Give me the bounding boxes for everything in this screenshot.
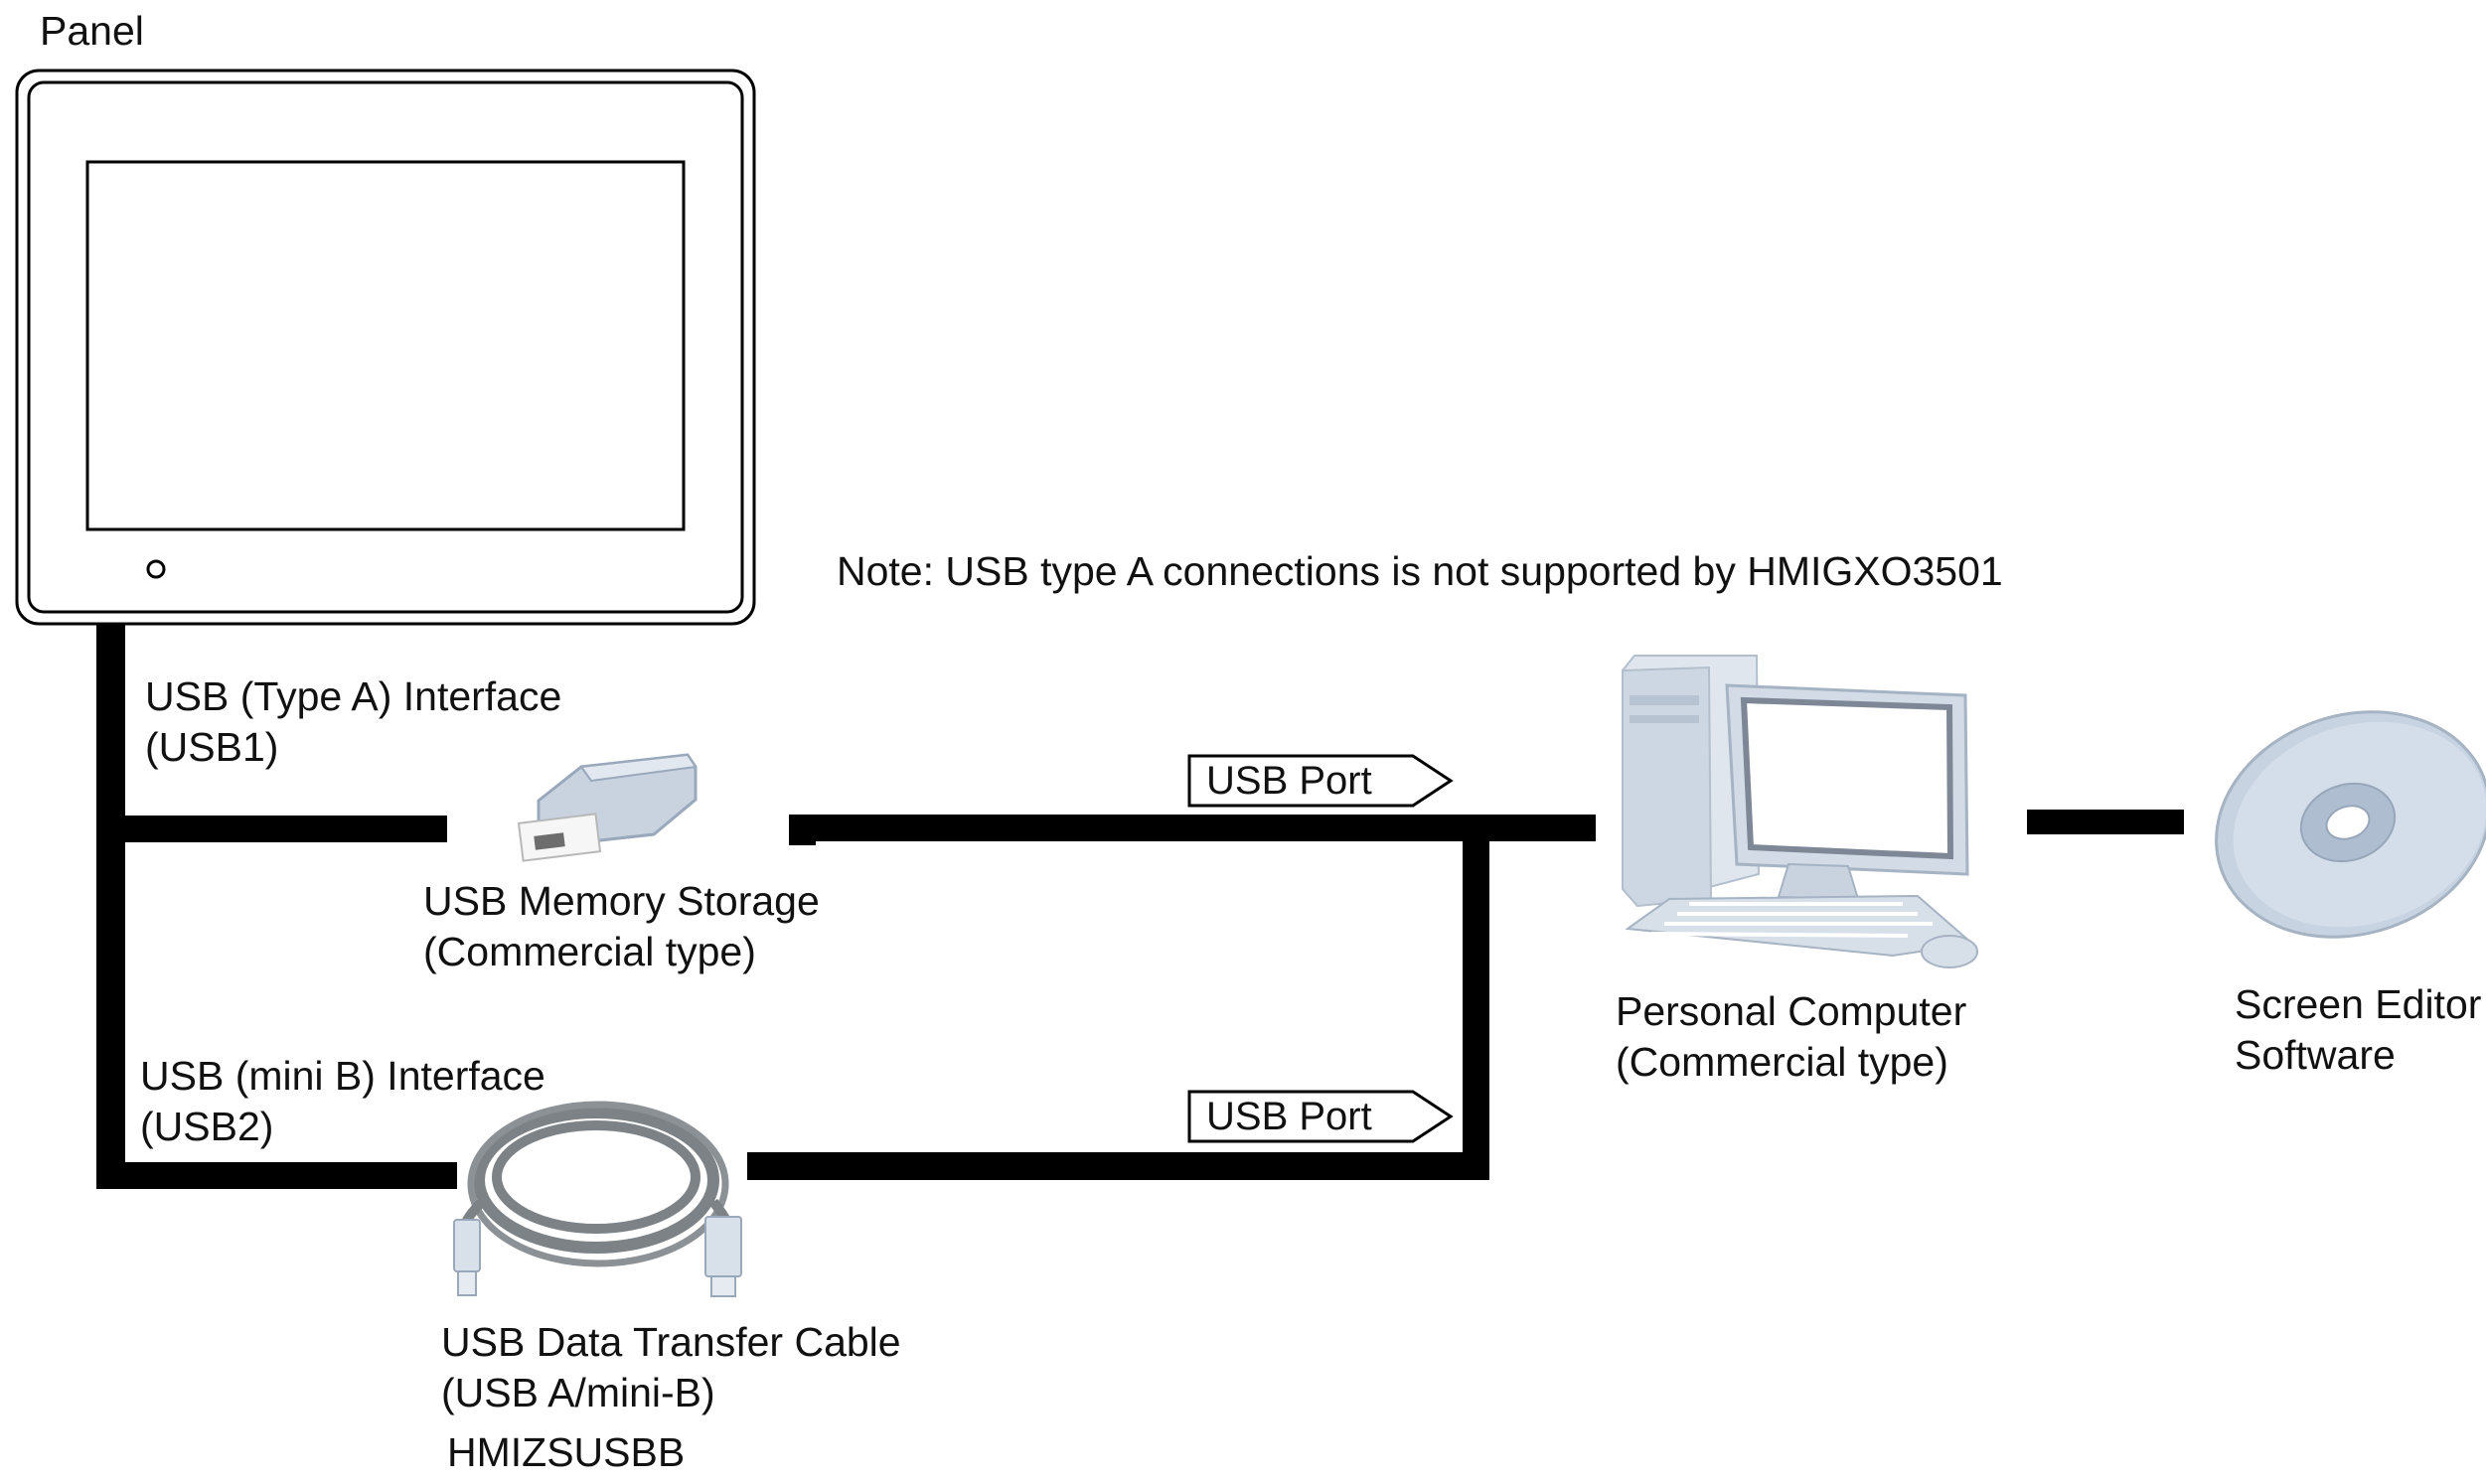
usb-cable-label: USB Data Transfer Cable(USB A/mini-B) — [441, 1319, 901, 1415]
panel-led-icon — [146, 559, 166, 579]
pc-label: Personal Computer(Commercial type) — [1616, 988, 1967, 1085]
connection-lines — [96, 624, 2184, 1189]
usb1-line-left — [121, 816, 447, 842]
panel-vertical-line — [96, 624, 125, 1184]
usb-memory-stick-icon — [517, 753, 698, 862]
usb1-line-right — [789, 815, 1596, 841]
cd-disc-icon — [2215, 710, 2486, 939]
panel-device — [15, 69, 756, 626]
usb-port-label-top: USB Port — [1206, 759, 1372, 803]
usb2-line-left — [96, 1162, 457, 1189]
usb-cable-icon — [453, 1101, 742, 1297]
usb-port-tag-top — [1187, 754, 1454, 808]
usb-port-label-bottom: USB Port — [1206, 1095, 1372, 1138]
usb-port-tag-bottom — [1187, 1090, 1454, 1143]
panel-label: Panel — [40, 8, 144, 54]
usb-memory-label: USB Memory Storage(Commercial type) — [423, 878, 820, 974]
usb-type-a-label: USB (Type A) Interface(USB1) — [145, 673, 562, 770]
panel-screen — [85, 160, 686, 531]
personal-computer-icon — [1622, 655, 1978, 968]
usb-mini-b-label: USB (mini B) Interface(USB2) — [140, 1053, 545, 1149]
note-text: Note: USB type A connections is not supp… — [837, 548, 2003, 594]
usb2-line-right — [747, 1152, 1489, 1180]
pc-software-line — [2027, 810, 2184, 834]
pc-vertical-line — [1463, 839, 1489, 1180]
cable-part-number: HMIZSUSBB — [447, 1429, 686, 1475]
